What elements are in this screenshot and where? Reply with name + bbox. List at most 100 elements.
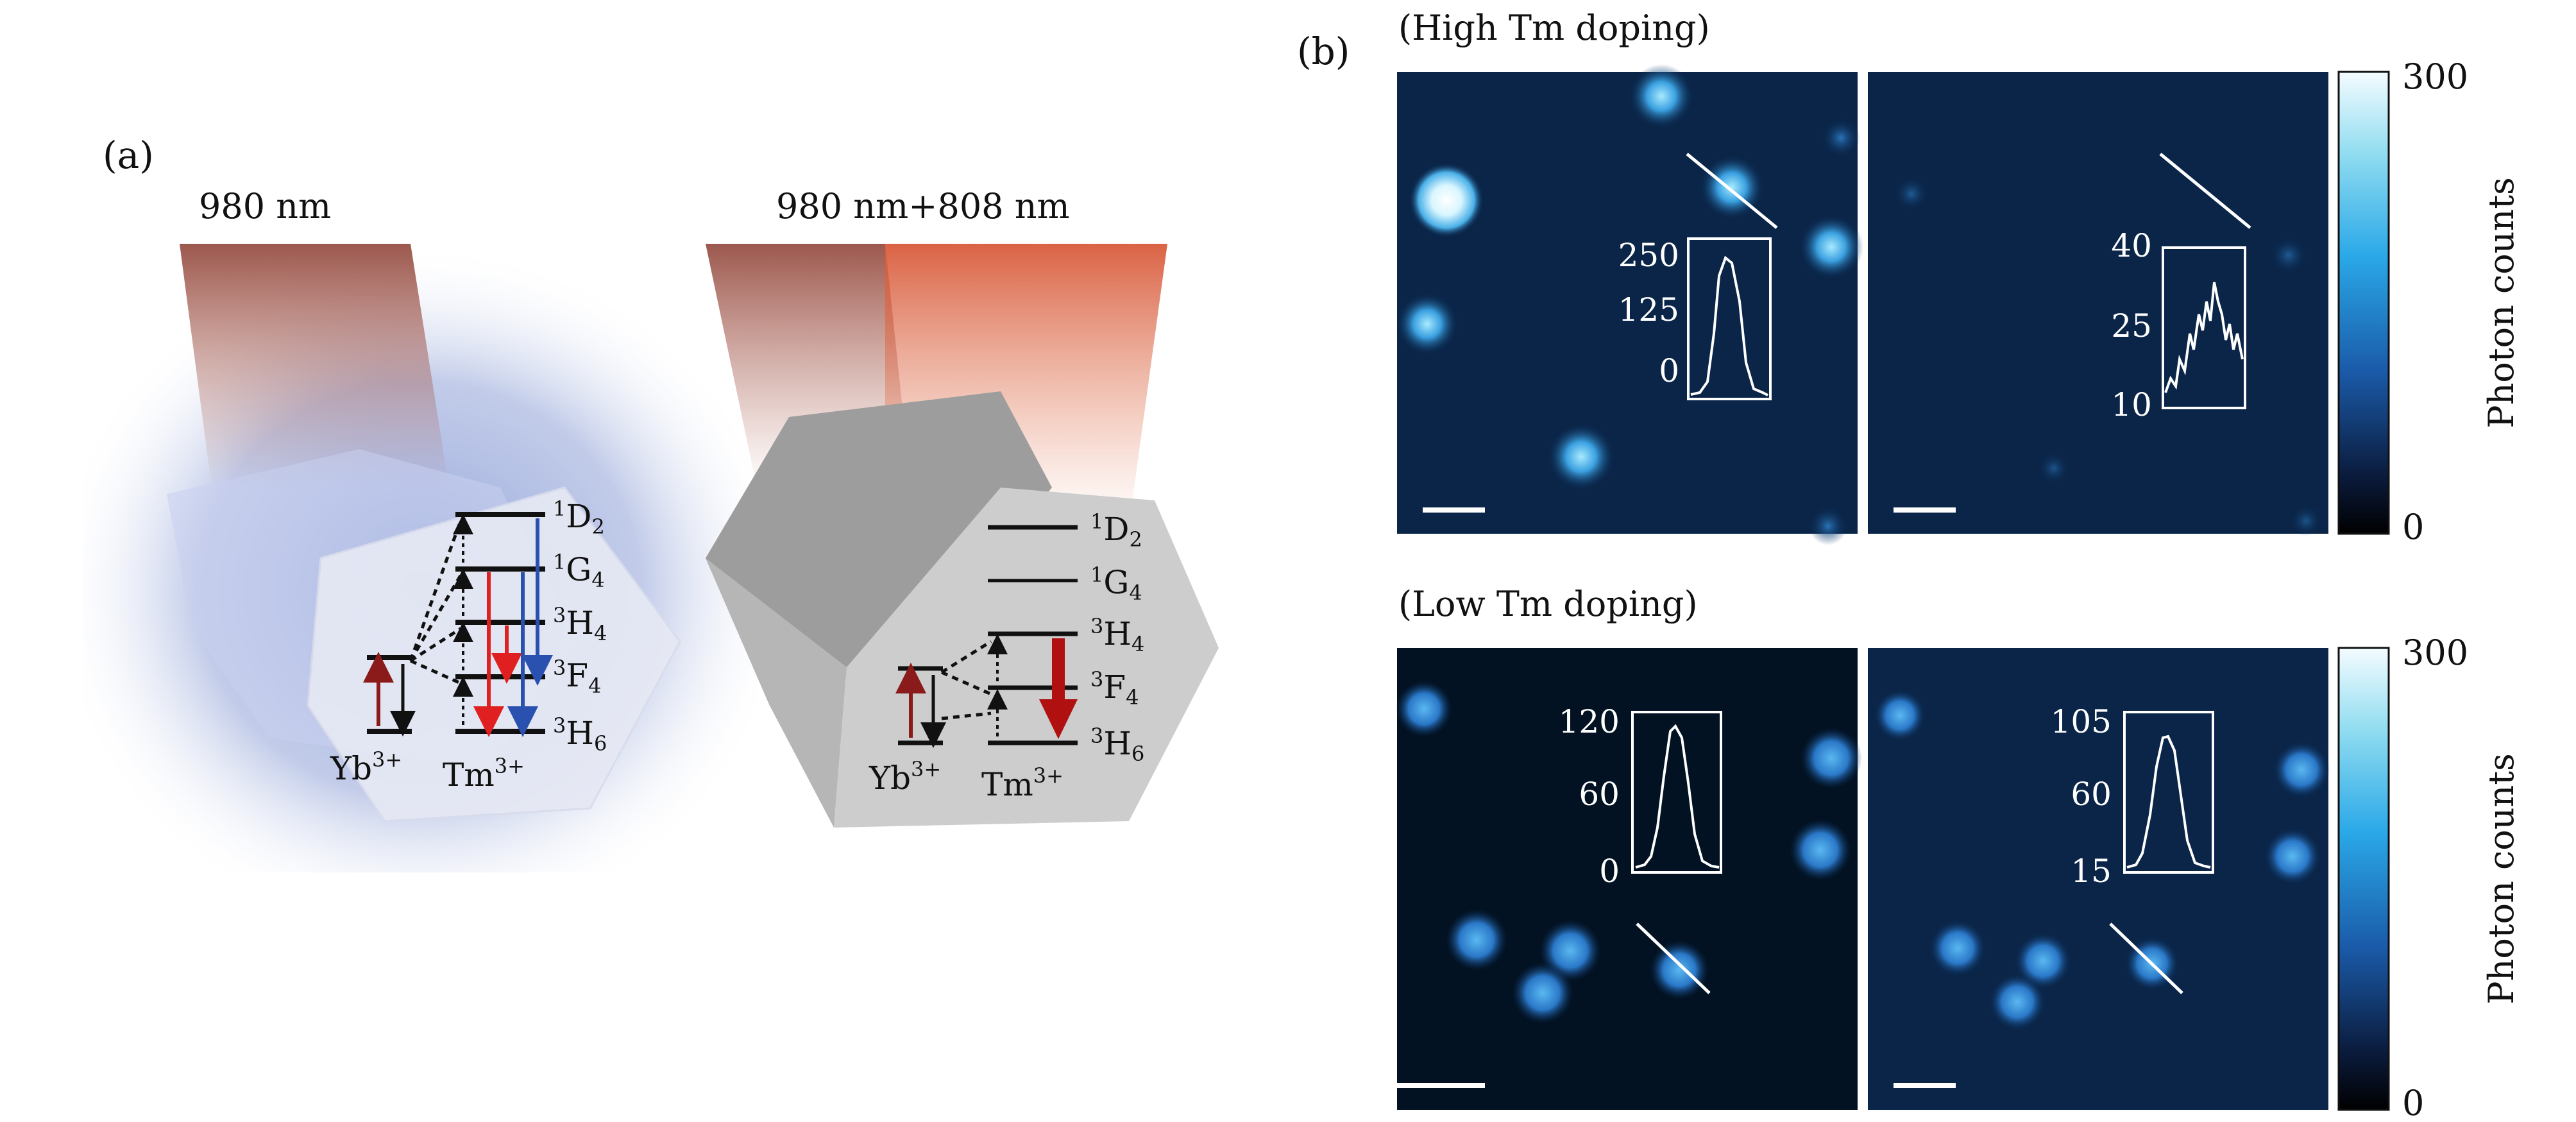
- level-label-1g4: 1G4: [553, 550, 605, 592]
- colorbar-max-label: 300: [2402, 633, 2468, 673]
- inset-tick: 25: [2111, 307, 2152, 344]
- inset-tick: 0: [1599, 853, 1620, 890]
- colorbar-gradient: [2337, 647, 2390, 1111]
- intensity-profile: [1690, 255, 1768, 396]
- inset-tick: 60: [1579, 776, 1620, 813]
- crystal-left-face: [706, 558, 847, 828]
- energy-transfer-dotted: [409, 659, 462, 685]
- level-label-3f4: 3F4: [1090, 667, 1139, 710]
- nanoparticle-spot: [2273, 742, 2330, 798]
- inset-tick: 120: [1559, 703, 1620, 740]
- inset-frame: [1631, 711, 1722, 874]
- nanoparticle-spot: [1629, 64, 1693, 128]
- inset-tick: 250: [1618, 237, 1679, 274]
- nanoparticle-spot: [1874, 690, 1926, 741]
- intensity-profile: [1635, 724, 1720, 869]
- image-low-980-808: 105 60 15: [1868, 648, 2330, 1110]
- nanoparticle-spot: [1446, 909, 1507, 971]
- energy-transfer-dotted: [409, 574, 462, 662]
- energy-transfer-dotted: [940, 670, 992, 696]
- nanoparticle-spot: [1650, 940, 1709, 999]
- energy-transfer-dotted: [941, 711, 992, 720]
- colorbar-max-label: 300: [2402, 56, 2468, 97]
- nanoparticle-spot: [1396, 293, 1458, 355]
- nanoparticle-spot: [1799, 215, 1863, 279]
- low-doping-title: (Low Tm doping): [1398, 584, 1698, 624]
- colorbar-axis-label: Photon counts: [2481, 177, 2521, 429]
- inset-tick: 40: [2111, 227, 2152, 264]
- energy-transfer-dotted: [409, 627, 462, 663]
- nanoparticle-spot: [1809, 507, 1847, 545]
- nanoparticle-spot: [1895, 177, 1928, 210]
- inset-tick: 125: [1618, 291, 1679, 328]
- yb-ion-label: Yb3+: [330, 747, 402, 787]
- left-condition-title: 980 nm: [199, 186, 331, 226]
- image-background: [1868, 72, 2328, 534]
- nanoparticle-spot: [2291, 506, 2321, 536]
- image-background: [1397, 72, 1858, 534]
- profile-line: [1686, 153, 1778, 229]
- nanoparticle-spot: [1801, 727, 1862, 789]
- excitation-beam-980: [180, 244, 449, 488]
- energy-transfer-dotted: [940, 640, 992, 674]
- level-label-3h6: 3H6: [553, 713, 607, 756]
- nanoparticle-spot: [1396, 681, 1452, 737]
- panel-b: (b) (High Tm doping) (Low Tm doping) 250…: [1297, 8, 2521, 1122]
- energy-diagram-right: 1D2 1G4 3H4 3F4 3H6 Yb3+ Tm3+: [869, 509, 1144, 803]
- energy-diagram-left: 1D2 1G4 3H4 3F4 3H6 Yb3+ Tm3+: [330, 497, 607, 794]
- colorbar-low: 300 0 Photon counts: [2337, 633, 2521, 1122]
- tm-ion-label: Tm3+: [443, 754, 525, 794]
- inset-frame: [1687, 237, 1772, 400]
- image-high-980-808: 40 25 10: [1868, 72, 2328, 536]
- profile-line: [1636, 922, 1711, 994]
- level-label-1g4: 1G4: [1090, 563, 1142, 605]
- inset-tick: 15: [2071, 853, 2112, 890]
- colorbar-axis-label: Photon counts: [2481, 753, 2521, 1005]
- energy-transfer-dotted: [409, 520, 462, 661]
- colorbar-high: 300 0 Photon counts: [2337, 56, 2521, 547]
- level-label-1d2: 1D2: [553, 497, 605, 539]
- inset-tick: 105: [2051, 703, 2112, 740]
- strong-red-emission-arrow: [1039, 638, 1078, 739]
- yb-ion-label: Yb3+: [869, 757, 941, 797]
- image-high-980: 250 125 0: [1396, 64, 1863, 545]
- level-label-3h6: 3H6: [1090, 724, 1144, 766]
- right-nanocrystal-scene: [706, 244, 1219, 828]
- nanoparticle-spot: [2264, 828, 2321, 885]
- left-nanocrystal-scene: [83, 244, 757, 872]
- intensity-profile: [2126, 735, 2211, 869]
- inset-frame: [2162, 246, 2246, 409]
- inset-tick: 10: [2111, 386, 2152, 423]
- intensity-profile: [2164, 282, 2244, 393]
- image-background: [1397, 648, 1858, 1110]
- nanoparticle-spot: [1512, 962, 1573, 1024]
- panel-a-label: (a): [103, 133, 154, 177]
- nanoparticle-spot: [2038, 453, 2069, 484]
- nanoparticle-spot: [1548, 423, 1614, 490]
- nanoparticle-spot: [2015, 933, 2071, 989]
- inset-frame: [2123, 711, 2214, 874]
- tm-ion-label: Tm3+: [981, 763, 1063, 803]
- nanoparticle-spot: [1409, 163, 1484, 237]
- high-doping-title: (High Tm doping): [1398, 8, 1710, 48]
- level-label-3h4: 3H4: [1090, 614, 1144, 656]
- inset-tick: 0: [1659, 352, 1679, 389]
- profile-line: [2159, 153, 2251, 229]
- level-label-3h4: 3H4: [553, 603, 607, 645]
- level-label-3f4: 3F4: [553, 656, 601, 698]
- colorbar-min-label: 0: [2402, 1083, 2424, 1122]
- panel-a: (a) 980 nm 980 nm+808 nm: [83, 133, 1219, 872]
- level-label-1d2: 1D2: [1090, 509, 1142, 552]
- colorbar-gradient: [2337, 71, 2390, 535]
- image-low-980: 120 60 0: [1396, 648, 1862, 1110]
- profile-line: [2109, 922, 2183, 994]
- nanoparticle-spot: [1929, 920, 1986, 976]
- nanoparticle-spot: [2271, 237, 2307, 273]
- nanoparticle-spot: [1822, 119, 1860, 157]
- right-condition-title: 980 nm+808 nm: [776, 186, 1070, 226]
- nanoparticle-spot: [1989, 974, 2046, 1030]
- panel-b-label: (b): [1297, 30, 1350, 73]
- colorbar-min-label: 0: [2402, 507, 2424, 547]
- nanoparticle-spot: [1790, 819, 1851, 881]
